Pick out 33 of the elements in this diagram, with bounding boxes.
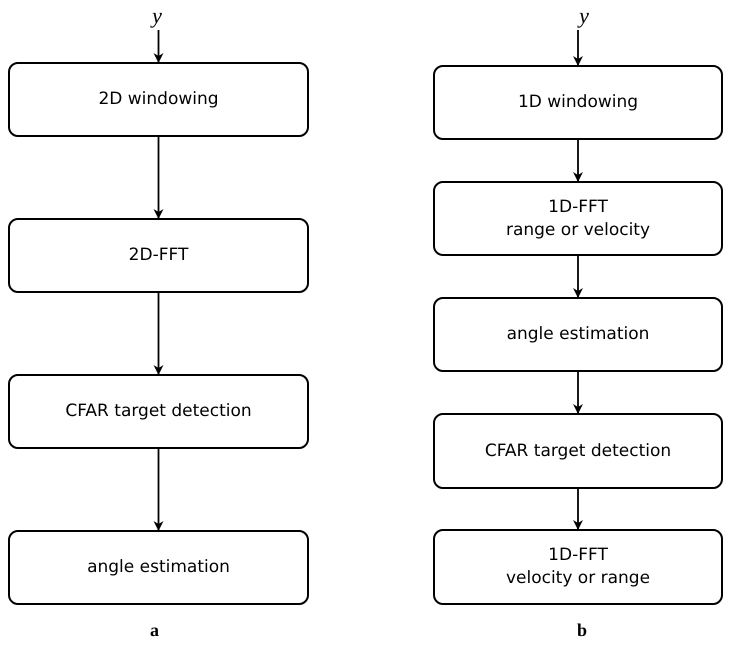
- box-text: 1D-FFT: [548, 196, 608, 218]
- arrow: [573, 489, 583, 530]
- arrow: [154, 449, 164, 531]
- process-box: [8, 374, 309, 449]
- input-variable: y: [574, 2, 594, 30]
- process-box: [433, 297, 723, 372]
- arrow: [573, 372, 583, 414]
- arrow: [154, 137, 164, 219]
- box-text: 1D-FFT: [548, 544, 608, 567]
- box-text: 1D windowing: [518, 91, 638, 114]
- arrow: [154, 30, 164, 63]
- box-text: 2D windowing: [98, 88, 219, 111]
- panel-label: a: [150, 620, 159, 641]
- process-box: [433, 181, 723, 256]
- box-text: CFAR target detection: [65, 400, 252, 423]
- arrow: [573, 30, 583, 66]
- process-box: [433, 413, 723, 489]
- box-text: angle estimation: [87, 556, 230, 579]
- box-text: range or velocity: [506, 218, 650, 242]
- process-box: [8, 530, 309, 605]
- input-variable: y: [147, 2, 167, 30]
- box-text: angle estimation: [506, 323, 650, 346]
- box-text: 2D-FFT: [128, 244, 188, 267]
- box-text: CFAR target detection: [484, 440, 672, 462]
- process-box: [8, 218, 309, 293]
- process-box: [433, 65, 723, 140]
- process-box: [8, 62, 309, 137]
- arrow: [573, 140, 583, 182]
- box-text: velocity or range: [506, 567, 650, 590]
- arrow: [573, 256, 583, 298]
- panel-label: b: [577, 620, 588, 641]
- process-box: [433, 529, 723, 605]
- arrow: [154, 293, 164, 375]
